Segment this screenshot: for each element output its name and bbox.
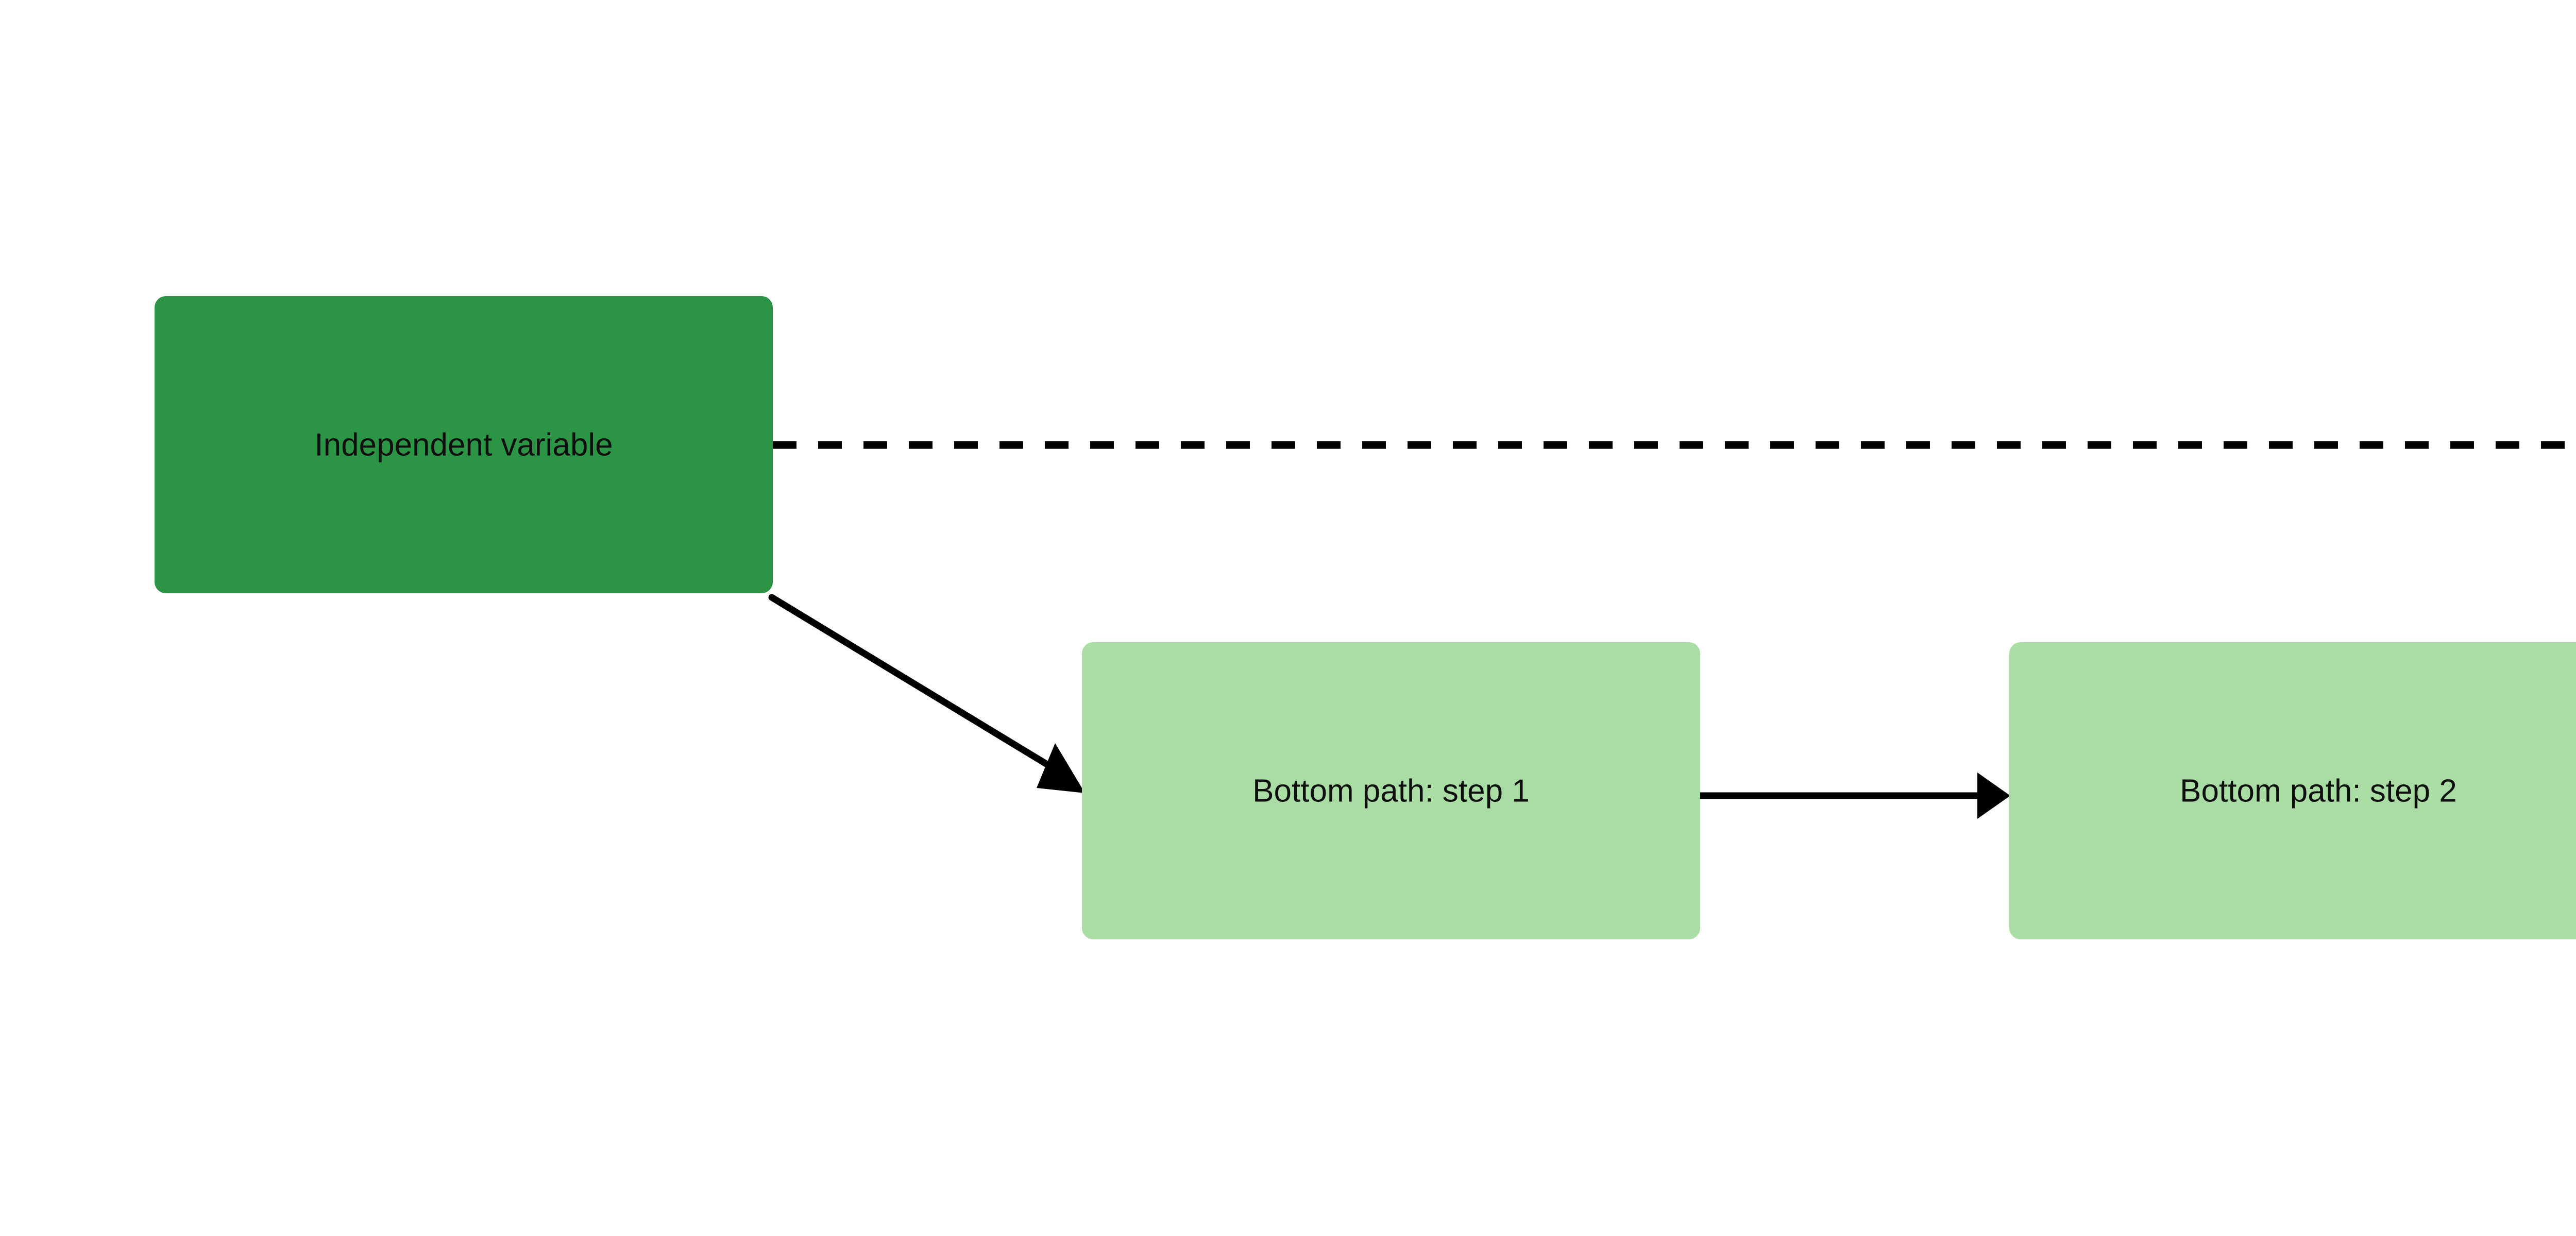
node-independent-variable-shape xyxy=(155,296,773,593)
node-bottom-path-step-1[interactable]: Bottom path: step 1 xyxy=(1082,642,1700,939)
node-independent-variable-label: Independent variable xyxy=(314,427,613,462)
edge-step1-to-step2-arrowhead xyxy=(1977,772,2010,819)
node-bottom-path-step-1-shape xyxy=(1082,642,1700,939)
edge-independent-to-step1[interactable] xyxy=(768,594,1085,793)
node-independent-variable[interactable]: Independent variable xyxy=(155,296,773,593)
edge-independent-to-step1-line xyxy=(768,594,1062,775)
node-bottom-path-step-2-label: Bottom path: step 2 xyxy=(2180,773,2457,809)
node-bottom-path-step-2[interactable]: Bottom path: step 2 xyxy=(2009,642,2576,939)
edge-independent-to-dependent[interactable] xyxy=(773,423,2576,467)
node-bottom-path-step-1-label: Bottom path: step 1 xyxy=(1252,773,1530,809)
node-bottom-path-step-2-shape xyxy=(2009,642,2576,939)
edge-step1-to-step2[interactable] xyxy=(1697,772,2010,819)
edge-independent-to-step1-arrowhead xyxy=(1037,743,1085,793)
